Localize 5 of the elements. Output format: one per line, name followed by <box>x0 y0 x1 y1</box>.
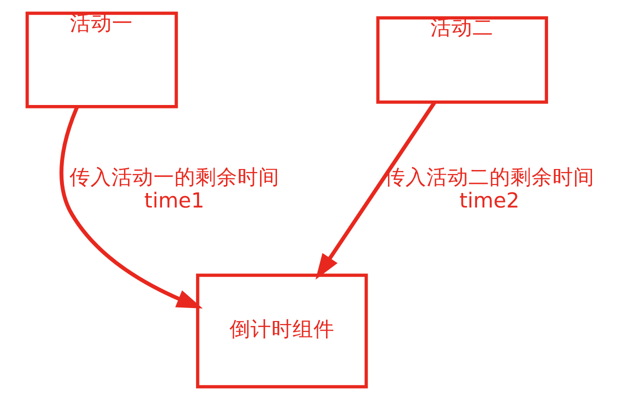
node-box: 活动一 <box>26 12 178 108</box>
node-box: 倒计时组件 <box>196 274 368 388</box>
arrow <box>316 102 436 280</box>
arrow <box>60 106 203 309</box>
edge-label: 传入活动一的剩余时间 time1 <box>69 165 280 213</box>
